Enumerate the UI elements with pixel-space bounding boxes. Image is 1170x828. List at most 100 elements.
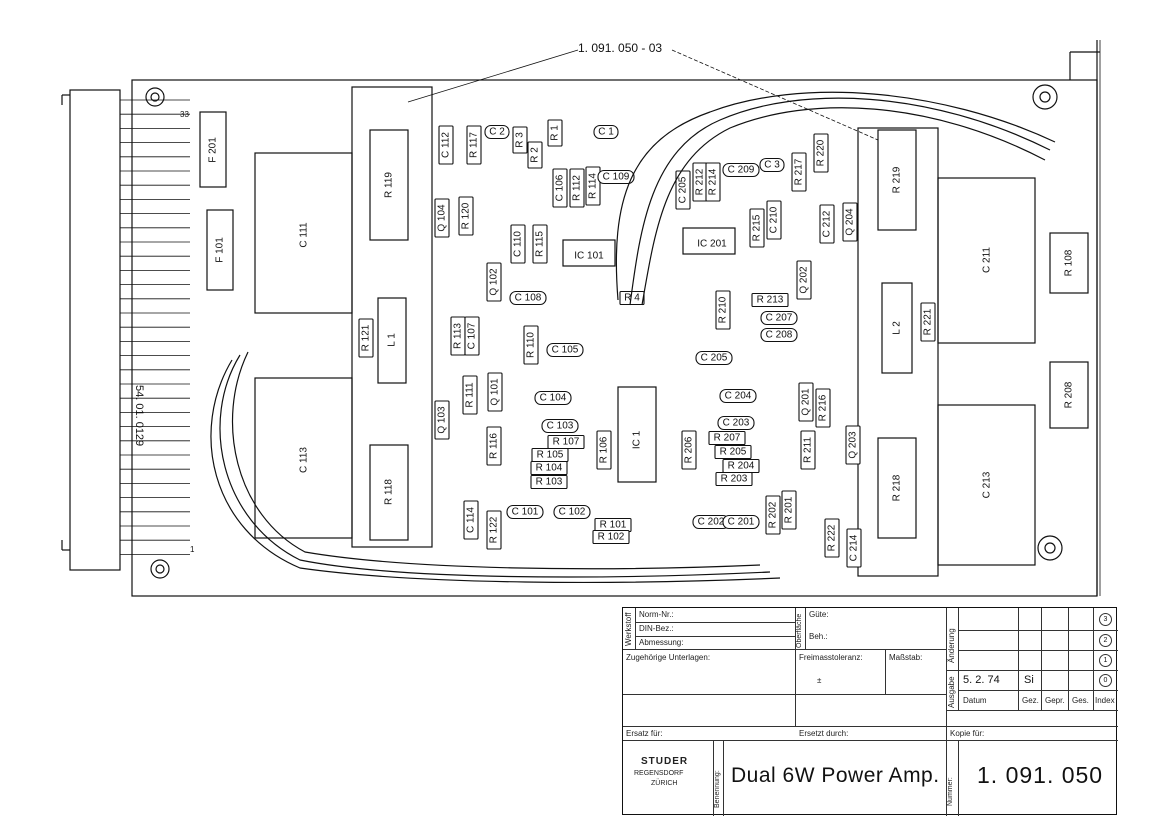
component-label-r112: R 112 xyxy=(572,175,583,201)
component-label-r113: R 113 xyxy=(453,323,464,349)
component-label-r117: R 117 xyxy=(469,132,480,158)
component-label-r215: R 215 xyxy=(752,214,763,241)
component-label-r122: R 122 xyxy=(489,516,500,543)
component-label-r208: R 208 xyxy=(1064,381,1075,408)
component-label-r1: R 1 xyxy=(550,125,561,141)
component-body-r213 xyxy=(751,292,789,308)
component-body-q203 xyxy=(845,425,861,465)
component-body-c209 xyxy=(722,162,760,178)
resistor-r218 xyxy=(877,437,917,539)
component-label-c102: C 102 xyxy=(559,507,586,518)
label-aenderung: Änderung xyxy=(947,628,956,663)
component-body-c201 xyxy=(722,514,760,530)
component-body-c104 xyxy=(534,390,572,406)
component-label-c204: C 204 xyxy=(725,391,752,402)
label-freimasstoleranz: Freimasstoleranz: xyxy=(799,653,863,662)
label-ersetzt-durch: Ersetzt durch: xyxy=(799,729,849,738)
component-body-r201 xyxy=(781,490,797,530)
mounting-hole-bottom-right xyxy=(1037,535,1063,561)
component-label-r217: R 217 xyxy=(794,158,805,185)
component-body-r215 xyxy=(749,208,765,248)
component-label-q104: Q 104 xyxy=(437,204,448,232)
mounting-hole-bottom-left xyxy=(150,559,170,579)
component-label-c205: C 205 xyxy=(701,353,728,364)
wire-harness xyxy=(210,91,1056,583)
component-label-q102: Q 102 xyxy=(489,268,500,296)
component-label-r214: R 214 xyxy=(708,168,719,195)
inductor-l1 xyxy=(377,297,407,384)
component-label-c213: C 213 xyxy=(982,471,993,498)
front-panel-bracket xyxy=(1069,40,1100,596)
component-label-l2: L 2 xyxy=(892,321,903,335)
component-label-c212: C 212 xyxy=(822,210,833,237)
component-body-c2 xyxy=(484,124,510,140)
component-body-q102 xyxy=(486,262,502,302)
component-label-r102: R 102 xyxy=(598,532,625,543)
component-label-r103: R 103 xyxy=(536,477,563,488)
component-body-r217 xyxy=(791,152,807,192)
component-label-c104: C 104 xyxy=(540,393,567,404)
ic-ic101 xyxy=(562,239,616,267)
mounting-hole-top-left xyxy=(145,87,165,107)
component-label-r213: R 213 xyxy=(757,295,784,306)
component-body-r121 xyxy=(358,318,374,358)
component-body-r103 xyxy=(530,474,568,490)
component-body-r110 xyxy=(523,325,539,365)
index-1: 1 xyxy=(1099,654,1112,667)
component-body-r205 xyxy=(714,444,752,460)
component-body-c102 xyxy=(553,504,591,520)
label-ausgabe: Ausgabe xyxy=(947,676,956,708)
component-label-f201: F 201 xyxy=(208,137,219,163)
drawing-title: Dual 6W Power Amp. xyxy=(731,764,940,787)
component-body-c105 xyxy=(546,342,584,358)
component-label-r120: R 120 xyxy=(461,202,472,229)
component-label-c214: C 214 xyxy=(849,534,860,561)
component-body-c107 xyxy=(464,316,480,356)
component-body-r106 xyxy=(596,430,612,470)
index-0: 0 xyxy=(1099,674,1112,687)
component-label-q201: Q 201 xyxy=(801,388,812,416)
component-body-r112 xyxy=(569,168,585,208)
component-body-c101 xyxy=(506,504,544,520)
component-body-r220 xyxy=(813,133,829,173)
component-label-c113: C 113 xyxy=(299,447,310,473)
component-body-c112 xyxy=(438,125,454,165)
component-label-c203: C 203 xyxy=(723,418,750,429)
component-label-c208: C 208 xyxy=(766,330,793,341)
component-label-r219: R 219 xyxy=(892,166,903,193)
label-zugehoerige-unterlagen: Zugehörige Unterlagen: xyxy=(626,653,711,662)
component-body-c103 xyxy=(541,418,579,434)
component-label-r210: R 210 xyxy=(718,296,729,323)
component-body-r203 xyxy=(715,471,753,487)
component-label-l1: L 1 xyxy=(387,333,398,347)
label-gepr: Gepr. xyxy=(1045,696,1065,705)
component-label-c211: C 211 xyxy=(982,247,993,273)
component-body-c108 xyxy=(509,290,547,306)
component-label-c207: C 207 xyxy=(766,313,793,324)
component-label-r106: R 106 xyxy=(599,436,610,463)
resistor-r108 xyxy=(1049,232,1089,294)
component-label-r114: R 114 xyxy=(588,173,599,199)
fuse-f101 xyxy=(206,209,234,291)
component-body-c210 xyxy=(766,200,782,240)
label-din-bez: DIN-Bez.: xyxy=(639,624,674,633)
heatsink-right xyxy=(857,127,939,577)
component-body-r2 xyxy=(527,141,543,169)
component-body-r102 xyxy=(592,529,630,545)
component-body-r1 xyxy=(547,119,563,147)
component-body-c203 xyxy=(717,415,755,431)
component-body-q104 xyxy=(434,198,450,238)
component-body-q103 xyxy=(434,400,450,440)
ausgabe-date: 5. 2. 74 xyxy=(963,674,1000,686)
index-2: 2 xyxy=(1099,634,1112,647)
component-label-r204: R 204 xyxy=(728,461,755,472)
component-body-r210 xyxy=(715,290,731,330)
component-body-r3 xyxy=(512,126,528,154)
component-label-r3: R 3 xyxy=(515,132,526,148)
component-label-r202: R 202 xyxy=(768,501,779,528)
component-body-c109 xyxy=(597,169,635,185)
capacitor-c211 xyxy=(937,177,1036,344)
label-ersatz-fuer: Ersatz für: xyxy=(626,729,663,738)
component-label-c109: C 109 xyxy=(603,172,630,183)
component-body-c110 xyxy=(510,224,526,264)
